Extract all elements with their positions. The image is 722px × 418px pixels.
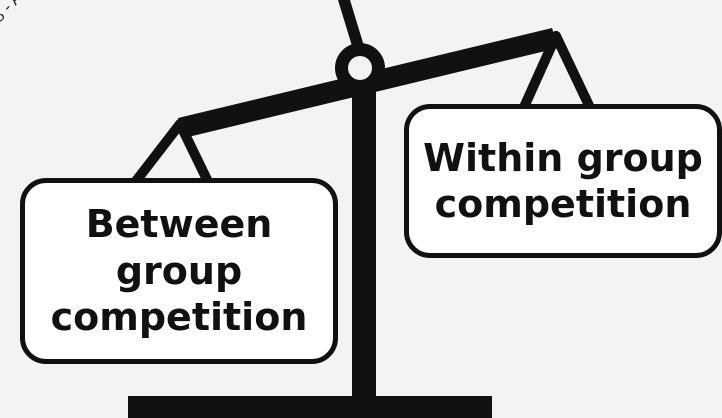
right-pan-label: Within group competition	[423, 135, 703, 226]
right-pan-box: Within group competition	[404, 104, 722, 258]
left-pan-box: Between group competition	[20, 178, 338, 364]
right-pan-string-left	[515, 31, 561, 121]
left-pan-label: Between group competition	[50, 202, 308, 340]
right-pan-string-right	[551, 31, 599, 121]
scale-base	[128, 396, 492, 418]
scale-pointer	[338, 0, 364, 46]
scale-post	[352, 90, 376, 400]
